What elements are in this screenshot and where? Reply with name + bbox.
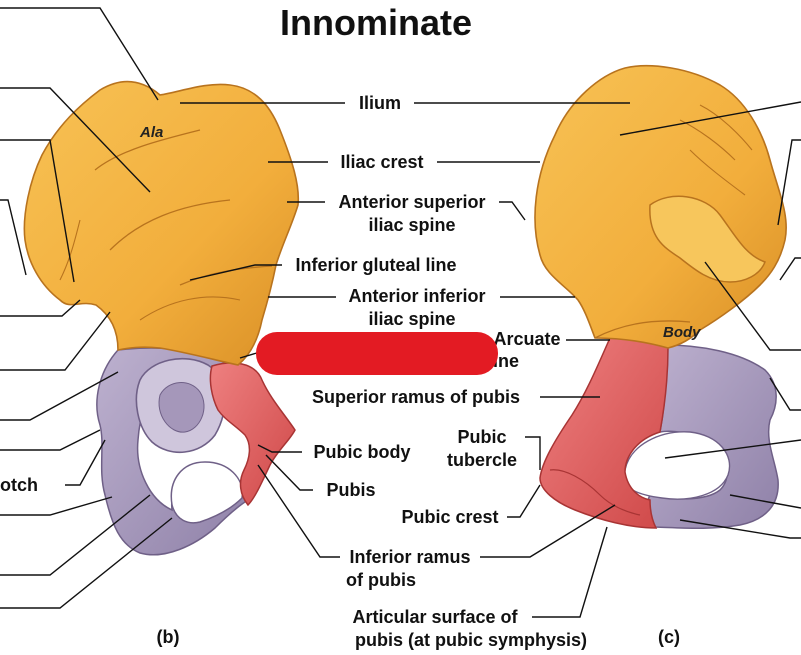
right-obturator-foramen — [623, 431, 731, 500]
right-auricular-surface — [649, 195, 766, 283]
label-arcuate-line2: ine — [493, 351, 519, 371]
left-obturator-foramen — [170, 461, 244, 524]
right-symphysis-ridge — [549, 469, 641, 516]
leader-asis-right — [499, 201, 526, 221]
leader-left-4 — [0, 199, 27, 276]
left-texture-1 — [139, 296, 241, 321]
right-arcuate-line-ridge — [594, 320, 691, 339]
leader-lines — [0, 7, 801, 618]
label-asis-line1: Anterior superior — [338, 192, 485, 212]
leader-left-6 — [0, 311, 111, 371]
label-pubic-crest: Pubic crest — [401, 507, 498, 527]
leader-articular — [532, 526, 608, 618]
label-pubic-tubercle-line1: Pubic — [457, 427, 506, 447]
left-posterior-gluteal-ridge — [94, 129, 201, 171]
left-pubis-region — [209, 362, 296, 507]
leader-left-5 — [0, 299, 81, 317]
diagram-title: Innominate — [280, 2, 472, 43]
leader-left-notch — [65, 439, 106, 486]
label-pubis: Pubis — [326, 480, 375, 500]
redaction-bar — [256, 332, 498, 375]
leader-inferior-ramus-left — [257, 464, 340, 558]
left-acetabulum-fossa — [158, 382, 205, 433]
body-label: Body — [663, 324, 701, 341]
label-inferior-ramus-line2: of pubis — [346, 570, 416, 590]
right-tuberosity-2 — [699, 104, 753, 151]
leader-left-9 — [0, 496, 113, 516]
leader-pubic-crest — [507, 484, 541, 518]
ala-label: Ala — [139, 124, 163, 141]
leader-left-11 — [0, 517, 173, 609]
leader-right-7 — [729, 494, 801, 509]
label-asis-line2: iliac spine — [368, 215, 455, 235]
leader-right-1 — [619, 101, 801, 136]
label-aiis-line1: Anterior inferior — [348, 286, 485, 306]
label-pubic-tubercle-line2: tubercle — [447, 450, 517, 470]
label-left-partial-notch: otch — [0, 475, 38, 495]
leader-right-2 — [777, 139, 801, 226]
leader-left-3 — [0, 139, 75, 283]
right-bone-medial-view: Body — [534, 64, 787, 529]
right-pubis-region — [539, 337, 669, 529]
leader-right-3 — [779, 257, 801, 281]
leader-inferior-ramus-right — [480, 504, 616, 558]
leader-right-6 — [664, 439, 801, 459]
label-aiis-line2: iliac spine — [368, 309, 455, 329]
label-articular-line1: Articular surface of — [352, 607, 518, 627]
left-texture-2 — [59, 219, 81, 281]
label-superior-ramus: Superior ramus of pubis — [312, 387, 520, 407]
leader-left-7 — [0, 371, 119, 421]
leader-right-8 — [679, 519, 801, 539]
leader-pubic-body — [257, 444, 302, 453]
label-arcuate-line1: Arcuate — [493, 329, 560, 349]
right-tuberosity-3 — [689, 149, 746, 196]
labels: Ilium Iliac crest Anterior superior ilia… — [0, 93, 680, 650]
panel-letter-b: (b) — [157, 627, 180, 647]
leader-right-4 — [704, 261, 801, 351]
label-ilium: Ilium — [359, 93, 401, 113]
label-inferior-gluteal-line: Inferior gluteal line — [295, 255, 456, 275]
leader-tubercle — [525, 436, 541, 470]
label-pubic-body: Pubic body — [313, 442, 410, 462]
leader-right-5 — [769, 377, 801, 411]
leader-pubis — [265, 454, 313, 491]
leader-left-1 — [0, 7, 159, 101]
label-articular-line2: pubis (at pubic symphysis) — [355, 630, 587, 650]
label-inferior-ramus-line1: Inferior ramus — [349, 547, 470, 567]
leader-left-2 — [0, 87, 151, 193]
left-anterior-gluteal-ridge — [109, 199, 231, 251]
left-ilium-region — [23, 80, 300, 366]
leader-left-8 — [0, 429, 101, 451]
panel-letter-c: (c) — [658, 627, 680, 647]
leader-gluteal — [189, 264, 282, 281]
left-bone-lateral-view: Ala — [23, 80, 300, 556]
label-iliac-crest: Iliac crest — [340, 152, 423, 172]
leader-left-10 — [0, 494, 151, 576]
